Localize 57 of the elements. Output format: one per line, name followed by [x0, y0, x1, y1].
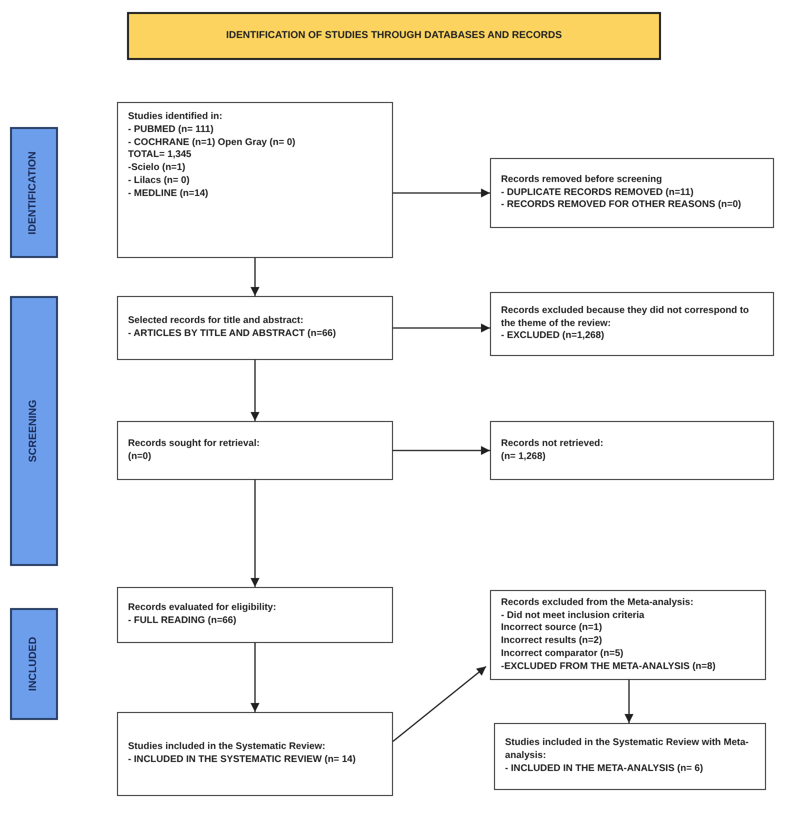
box-text: -Scielo (n=1): [128, 162, 186, 175]
box-heading: Records not retrieved:: [501, 438, 604, 450]
box-heading: Selected records for title and abstract:: [128, 315, 304, 328]
box-heading: Records evaluated for eligibility:: [128, 602, 278, 615]
box-text: - INCLUDED IN THE SYSTEMATIC REVIEW (n= 14): [128, 754, 357, 767]
process-box: [490, 292, 774, 356]
process-box: [117, 102, 393, 258]
arrow: [393, 188, 490, 198]
process-box: [117, 421, 393, 480]
process-box: [117, 296, 393, 360]
box-heading: Records sought for retrieval:: [128, 438, 261, 450]
process-box: [117, 712, 393, 796]
arrow: [250, 643, 260, 712]
phase-band: [10, 296, 58, 566]
box-text: - RECORDS REMOVED FOR OTHER REASONS (n=0): [501, 199, 742, 212]
box-text: Incorrect comparator (n=5): [501, 648, 624, 660]
box-text: (n=0): [128, 450, 152, 464]
arrow: [624, 680, 634, 723]
box-text: - Did not meet inclusion criteria: [501, 610, 646, 622]
arrow: [392, 666, 486, 742]
phase-label: IDENTIFICATION: [27, 150, 40, 234]
box-heading: Studies included in the Systematic Review with Meta-analysis:: [505, 737, 750, 763]
process-box: [494, 723, 766, 790]
box-text: (n= 1,268): [501, 450, 547, 464]
box-text: - Lilacs (n= 0): [128, 174, 191, 188]
arrow: [250, 258, 260, 296]
box-text: - EXCLUDED (n=1,268): [501, 330, 606, 344]
header-banner: [127, 12, 661, 60]
box-text: Incorrect source (n=1): [501, 622, 604, 635]
box-heading: Studies included in the Systematic Review:: [128, 741, 326, 754]
process-box: [490, 158, 774, 228]
box-text: - MEDLINE (n=14): [128, 188, 210, 200]
box-heading: Studies identified in:: [128, 111, 224, 124]
box-text: - COCHRANE (n=1) Open Gray (n= 0): [128, 136, 296, 150]
box-text: - INCLUDED IN THE META-ANALYSIS (n= 6): [505, 762, 704, 776]
phase-label: INCLUDED: [27, 636, 40, 692]
box-text: - DUPLICATE RECORDS REMOVED (n=11): [501, 186, 695, 200]
box-heading: Records excluded because they did not correspond to the theme of the review:: [501, 304, 750, 330]
process-box: [490, 421, 774, 480]
box-text: TOTAL= 1,345: [128, 149, 192, 162]
title-text: IDENTIFICATION OF STUDIES THROUGH DATABASES AND RECORDS: [226, 29, 562, 43]
box-text: - FULL READING (n=66): [128, 615, 238, 628]
box-heading: Records excluded from the Meta-analysis:: [501, 596, 694, 610]
arrow: [250, 360, 260, 421]
process-box: [490, 590, 766, 680]
box-heading: Records removed before screening: [501, 174, 664, 187]
box-text: - PUBMED (n= 111): [128, 124, 215, 136]
phase-label: SCREENING: [27, 400, 40, 462]
box-text: - ARTICLES BY TITLE AND ABSTRACT (n=66): [128, 328, 337, 341]
box-text: -EXCLUDED FROM THE META-ANALYSIS (n=8): [501, 660, 717, 674]
arrow: [250, 480, 260, 587]
phase-band: [10, 608, 58, 720]
process-box: [117, 587, 393, 643]
arrow: [393, 446, 490, 456]
phase-band: [10, 127, 58, 258]
arrow: [393, 323, 490, 333]
box-text: Incorrect results (n=2): [501, 635, 604, 648]
